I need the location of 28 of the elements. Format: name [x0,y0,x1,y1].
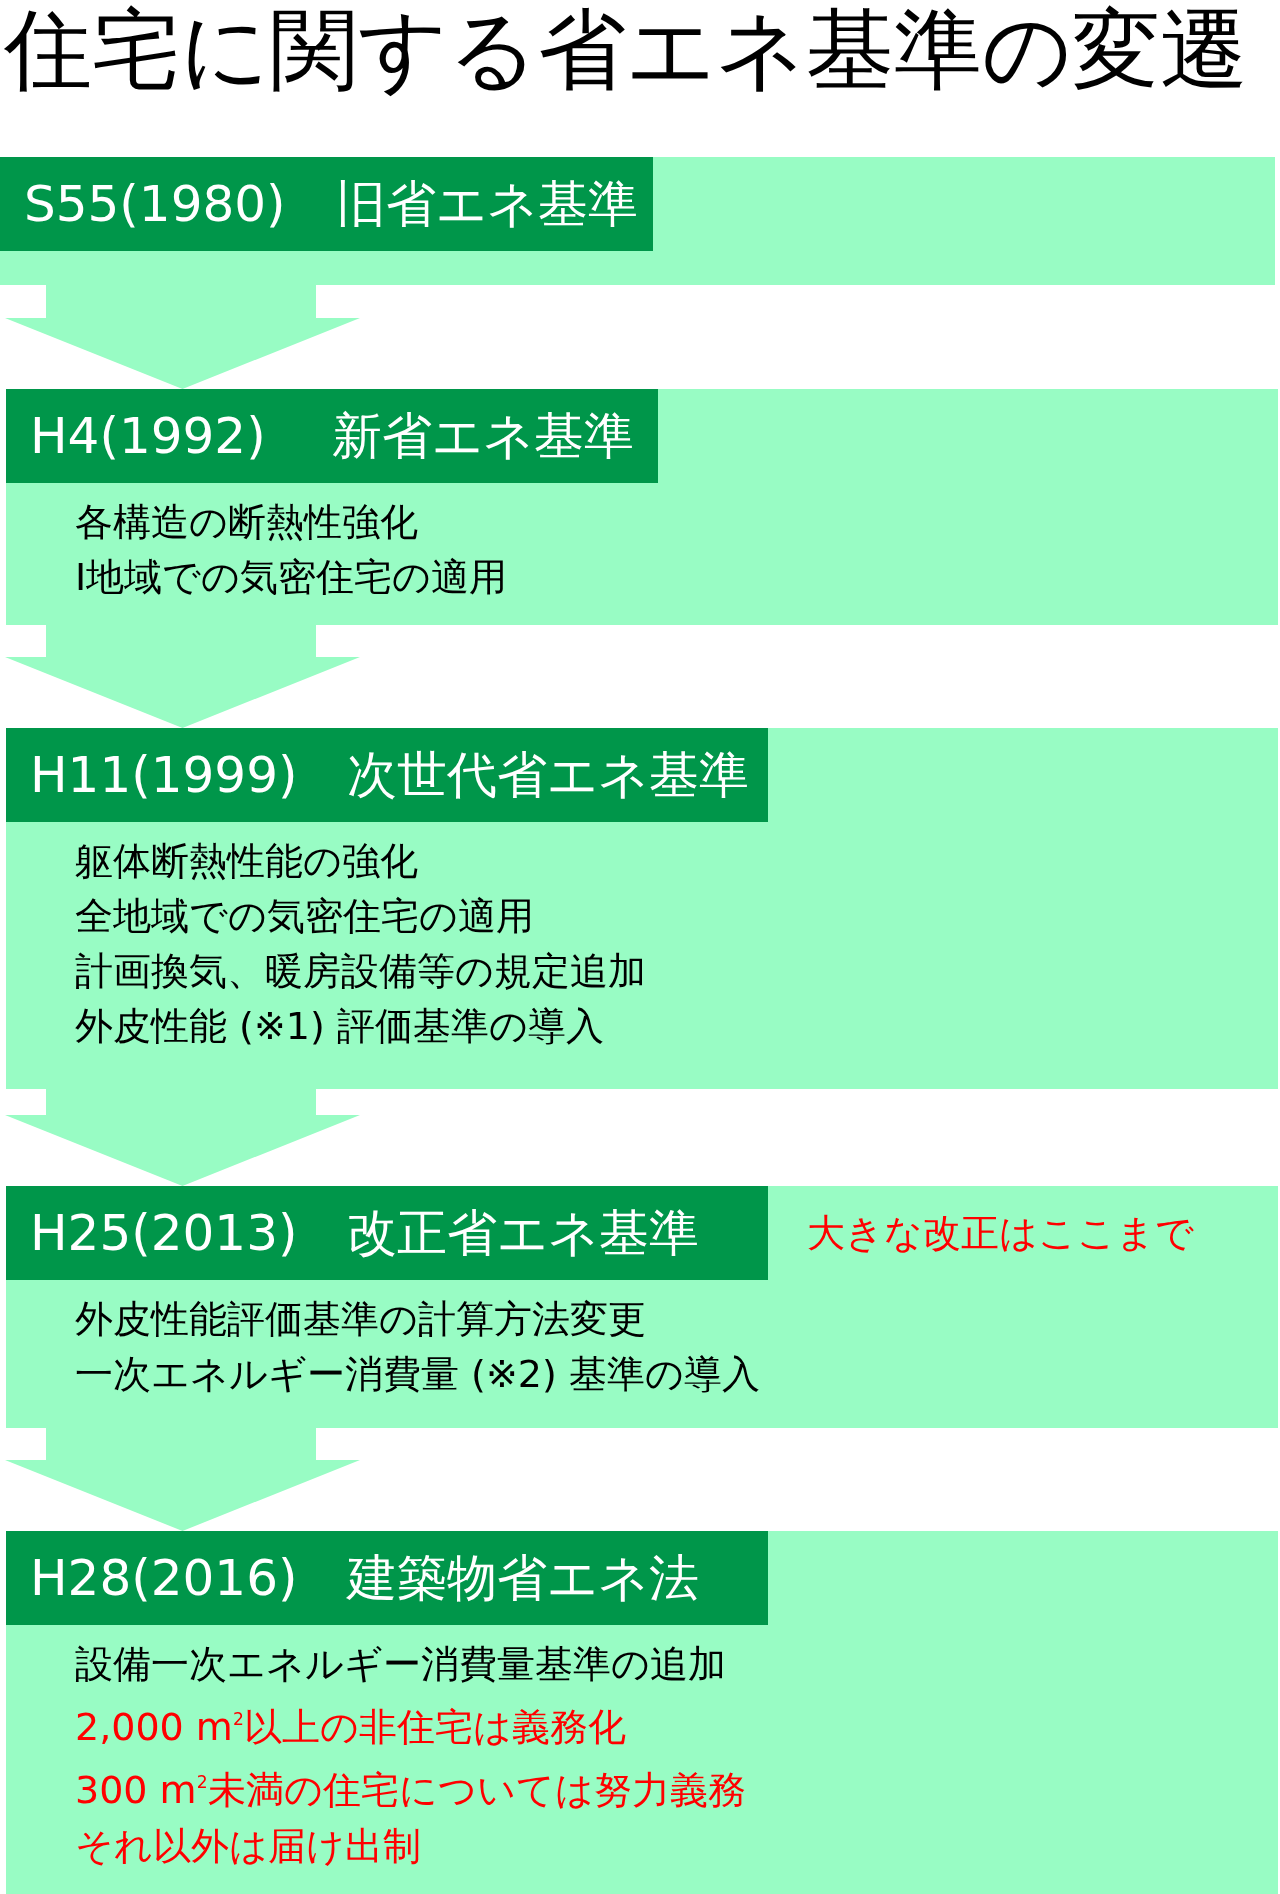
note-text: 大きな改正はここまで [807,1210,1194,1257]
description-text: 計画換気、暖房設備等の規定追加 [75,948,646,995]
header-bar: H25(2013) 改正省エネ基準 [6,1186,768,1280]
description-text: 2,000 m$^{2}$以上の非住宅は義務化 [75,1704,626,1752]
block-arrow [5,1428,360,1531]
header-bar: S55(1980) 旧省エネ基準 [0,157,653,251]
description-text: 一次エネルギー消費量 (※2) 基準の導入 [75,1351,760,1398]
header-bar: H28(2016) 建築物省エネ法 [6,1531,768,1625]
stage-band [6,1186,1278,1428]
block-arrow [5,285,360,389]
title: 住宅に関する省エネ基準の変遷 [4,0,1248,100]
header-bar: H11(1999) 次世代省エネ基準 [6,728,768,822]
description-text: 外皮性能 (※1) 評価基準の導入 [75,1003,604,1050]
stage-band [6,1531,1278,1894]
stage-band [0,157,1275,285]
description-text: 300 m$^{2}$未満の住宅については努力義務 [75,1767,746,1815]
description-text: 各構造の断熱性強化 [75,499,418,546]
header-bar: H4(1992) 新省エネ基準 [6,389,658,483]
description-text: 躯体断熱性能の強化 [75,838,418,885]
description-text: 外皮性能評価基準の計算方法変更 [75,1296,646,1343]
description-text: 設備一次エネルギー消費量基準の追加 [75,1641,726,1688]
block-arrow [5,625,360,728]
block-arrow [5,1089,360,1186]
description-text: それ以外は届け出制 [75,1822,421,1870]
description-text: 全地域での気密住宅の適用 [75,893,534,940]
stage-band [6,389,1278,625]
description-text: Ⅰ地域での気密住宅の適用 [75,554,508,601]
stage-band [6,728,1278,1089]
